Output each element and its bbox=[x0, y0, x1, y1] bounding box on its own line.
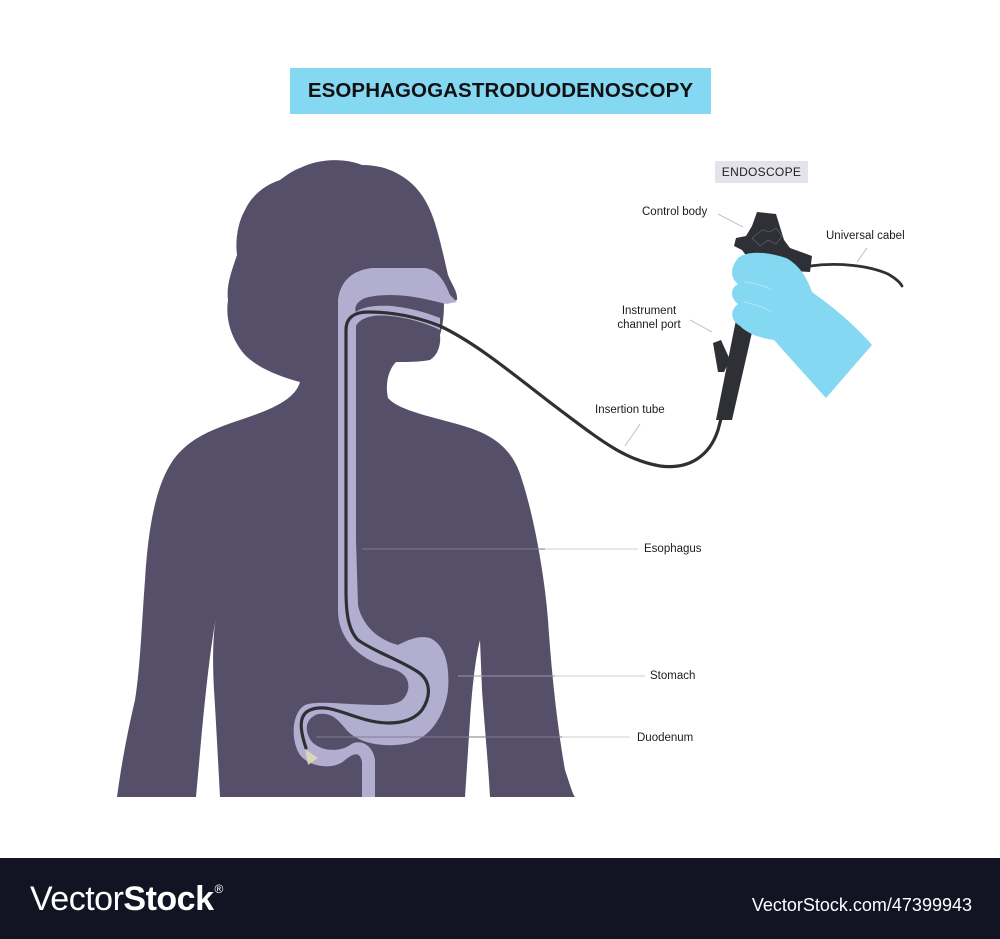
title-banner: ESOPHAGOGASTRODUODENOSCOPY bbox=[290, 68, 711, 114]
label-duodenum: Duodenum bbox=[637, 732, 694, 744]
leader-lines bbox=[316, 213, 868, 738]
stock-id: VectorStock.com/47399943 bbox=[751, 895, 972, 915]
endoscope-badge-label: ENDOSCOPE bbox=[721, 165, 802, 179]
illustration bbox=[117, 160, 904, 798]
brand-light: Vector bbox=[30, 880, 124, 918]
glove-finger-line bbox=[743, 281, 773, 313]
endoscope-tip-light bbox=[305, 749, 318, 765]
leader-instrument-port bbox=[689, 319, 713, 333]
label-stomach: Stomach bbox=[650, 670, 696, 682]
leader-insertion-tube bbox=[624, 423, 641, 447]
insertion-tube bbox=[299, 310, 724, 750]
label-universal-cable: Universal cabel bbox=[826, 230, 905, 242]
instrument-channel-port bbox=[713, 340, 730, 372]
control-body-detail bbox=[751, 227, 783, 247]
label-esophagus: Esophagus bbox=[644, 543, 702, 555]
digestive-tract bbox=[293, 268, 457, 797]
glove bbox=[732, 252, 872, 398]
leader-universal-cable bbox=[856, 247, 868, 263]
universal-cable bbox=[808, 263, 904, 288]
registered-mark: ® bbox=[214, 882, 223, 896]
gloved-hand bbox=[732, 252, 872, 398]
label-control-body: Control body bbox=[642, 206, 708, 218]
brand-bold: Stock bbox=[123, 880, 214, 918]
label-insertion-tube: Insertion tube bbox=[595, 404, 665, 416]
diagram-title: ESOPHAGOGASTRODUODENOSCOPY bbox=[307, 79, 694, 102]
endoscope-badge: ENDOSCOPE bbox=[715, 161, 808, 183]
leader-control-body bbox=[717, 213, 744, 228]
label-instrument-channel-port: Instrument channel port bbox=[617, 305, 681, 331]
footer-bar: VectorStock® VectorStock.com/47399943 bbox=[0, 858, 1000, 939]
brand-logo: VectorStock® bbox=[30, 880, 223, 919]
esophagus-stomach bbox=[293, 540, 449, 797]
nasal-cavity bbox=[338, 268, 457, 560]
